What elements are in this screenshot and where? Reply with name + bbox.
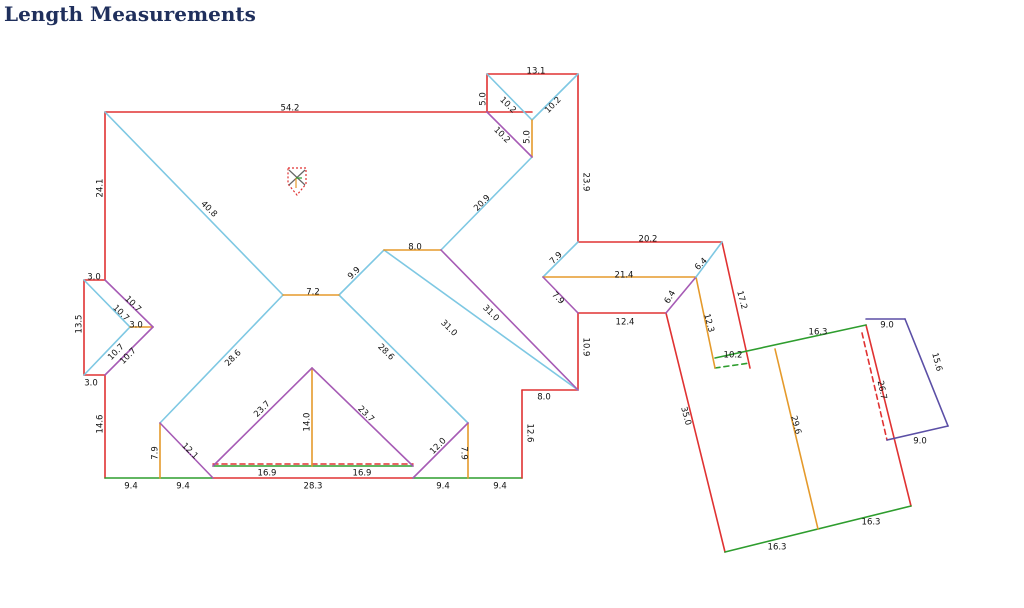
length-label: 9.4: [124, 482, 138, 492]
roof-edge-hip: [383, 249, 579, 391]
length-label: 7.9: [151, 446, 161, 460]
length-label: 16.3: [809, 328, 828, 338]
roof-edge-valley: [212, 367, 313, 467]
roof-edge-rake: [721, 241, 751, 369]
roof-edge-valley: [440, 249, 579, 391]
roof-edge-flashing: [886, 425, 949, 441]
length-label: 35.0: [678, 406, 693, 427]
length-label: 3.0: [129, 321, 143, 331]
length-label: 8.0: [537, 393, 551, 403]
length-label: 10.9: [581, 338, 591, 357]
length-label: 54.2: [281, 104, 300, 114]
length-label: 6.4: [693, 256, 710, 273]
roof-edge-hip: [104, 111, 284, 296]
roof-edge-valley: [486, 111, 533, 158]
roof-edge-hip: [83, 326, 131, 376]
length-label: 5.0: [479, 92, 489, 106]
length-label: 12.1: [179, 441, 199, 461]
roof-edge-ridge: [695, 276, 716, 369]
roof-edge-hip: [338, 249, 385, 296]
length-label: 13.5: [75, 315, 85, 334]
length-label: 5.0: [523, 130, 533, 144]
length-label: 7.9: [459, 446, 469, 460]
length-label: 10.2: [724, 351, 743, 361]
roof-edge-eave: [714, 362, 751, 369]
length-label: 28.3: [304, 482, 323, 492]
roof-edge-valley: [665, 276, 697, 314]
roof-edge-valley: [159, 422, 214, 479]
roof-edge-valley: [104, 326, 154, 376]
length-label: 28.6: [223, 348, 243, 368]
length-label: 23.9: [581, 173, 591, 192]
roof-edge-valley: [542, 276, 579, 314]
roof-edge-hip: [440, 156, 533, 251]
roof-edge-hip: [695, 241, 723, 278]
roof-edge-rake: [665, 312, 726, 553]
roof-edge-valley: [104, 279, 154, 328]
length-label: 7.9: [548, 250, 565, 267]
roof-edge-eave: [714, 324, 867, 359]
roof-edge-valley: [311, 367, 414, 467]
length-label: 13.1: [527, 67, 546, 77]
roof-edge-hip: [83, 279, 131, 328]
length-label: 14.6: [96, 415, 106, 434]
length-label: 28.6: [375, 342, 395, 362]
length-label: 24.1: [96, 179, 106, 198]
roof-edge-hip: [486, 73, 533, 121]
roof-edge-valley: [412, 422, 469, 479]
length-label: 9.0: [913, 437, 927, 447]
length-label: 12.6: [525, 424, 535, 443]
length-label: 9.9: [346, 265, 363, 282]
length-label: 10.2: [543, 95, 563, 115]
length-label: 9.4: [176, 482, 190, 492]
length-label: 9.4: [493, 482, 507, 492]
length-label: 3.0: [87, 273, 101, 283]
length-label: 14.0: [303, 413, 313, 432]
length-label: 20.9: [472, 193, 492, 213]
length-label: 8.0: [408, 243, 422, 253]
length-label: 40.8: [198, 199, 218, 219]
length-label: 10.2: [491, 125, 511, 145]
roof-edge-flashing: [904, 318, 949, 427]
compass-marker-icon: [287, 167, 307, 196]
length-label: 12.3: [701, 313, 716, 334]
length-label: 23.7: [355, 404, 375, 424]
page-title: Length Measurements: [4, 2, 256, 26]
roof-edge-ridge: [774, 348, 819, 530]
length-label: 16.3: [768, 543, 787, 553]
length-label: 31.0: [438, 318, 458, 338]
roof-edge-rake: [861, 332, 888, 441]
length-label: 29.6: [788, 415, 803, 436]
roof-edge-hip: [338, 294, 469, 424]
length-label: 16.3: [862, 518, 881, 528]
length-label: 9.4: [436, 482, 450, 492]
length-label: 20.2: [639, 235, 658, 245]
length-label: 31.0: [480, 303, 500, 323]
length-label: 26.7: [875, 380, 889, 401]
roof-edge-rake: [865, 324, 912, 507]
roof-edge-hip: [159, 294, 284, 424]
length-label: 12.4: [616, 318, 635, 328]
length-label: 15.6: [929, 352, 944, 373]
length-label: 7.9: [549, 290, 566, 307]
length-label: 16.9: [258, 469, 277, 479]
length-label: 16.9: [353, 469, 372, 479]
roof-edge-hip: [542, 241, 579, 278]
length-label: 7.2: [306, 288, 320, 298]
length-label: 21.4: [615, 271, 634, 281]
length-label: 3.0: [84, 379, 98, 389]
roof-edge-hip: [531, 73, 579, 121]
length-label: 9.0: [880, 321, 894, 331]
length-label: 6.4: [663, 289, 678, 306]
length-label: 17.2: [734, 290, 749, 311]
